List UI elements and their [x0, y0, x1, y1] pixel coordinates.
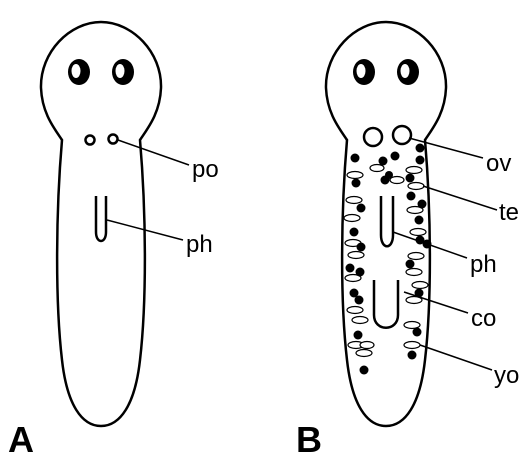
yolk-gland — [348, 252, 364, 259]
worm-b-eye-right-icon — [397, 59, 419, 85]
testis — [416, 144, 425, 153]
yolk-gland — [352, 317, 368, 324]
yolk-gland — [408, 253, 424, 260]
testis — [355, 296, 364, 305]
worm-b-eye-left-icon — [353, 59, 375, 85]
testis — [346, 264, 355, 273]
worm-b-ovary-right — [393, 126, 411, 144]
yolk-gland — [410, 229, 426, 236]
yolk-gland — [370, 165, 384, 172]
label-b-yo: yo — [494, 362, 519, 389]
label-a-ph: ph — [186, 231, 213, 258]
panel-b-label: B — [296, 419, 322, 457]
testis — [351, 154, 360, 163]
testis — [385, 171, 393, 179]
worm-a-pore-right — [109, 135, 118, 144]
yolk-gland — [406, 167, 422, 174]
worm-a-pore-left — [86, 136, 95, 145]
leader-b-te — [423, 186, 497, 210]
label-b-ph: ph — [470, 251, 497, 278]
testis — [406, 260, 415, 269]
yolk-gland — [347, 307, 363, 314]
yolk-gland — [412, 282, 428, 289]
yolk-gland — [346, 197, 362, 204]
yolk-gland — [347, 172, 363, 179]
testis — [357, 204, 366, 213]
testis — [354, 331, 363, 340]
yolk-gland — [404, 322, 420, 329]
yolk-gland — [404, 342, 420, 349]
testis — [357, 243, 366, 252]
panel-b: ov te ph co yo B — [296, 22, 519, 457]
yolk-gland — [344, 215, 360, 222]
label-b-co: co — [471, 305, 496, 332]
worm-b-ovary-left — [364, 128, 382, 146]
testis — [415, 216, 424, 225]
testis — [360, 366, 369, 375]
testis — [356, 268, 365, 277]
panel-a: po ph A — [8, 22, 219, 457]
yolk-gland — [408, 183, 424, 190]
testis — [418, 200, 427, 209]
testis — [352, 179, 361, 188]
yolk-gland — [406, 269, 422, 276]
worm-a-pharynx — [96, 196, 106, 241]
testis — [413, 328, 422, 337]
worm-b-copulatory-organ — [374, 280, 398, 328]
testis — [391, 152, 400, 161]
testis — [408, 351, 417, 360]
testis — [406, 174, 415, 183]
testis — [407, 192, 416, 201]
yolk-gland — [356, 350, 372, 357]
yolk-gland — [360, 342, 374, 349]
label-b-ov: ov — [486, 150, 511, 177]
worm-a-eye-right-icon — [112, 59, 134, 85]
testis — [379, 157, 388, 166]
worm-a-eye-left-icon — [68, 59, 90, 85]
testis — [416, 156, 425, 165]
worm-b-pharynx — [381, 196, 393, 246]
testis — [350, 228, 359, 237]
yolk-gland — [390, 177, 404, 184]
label-b-te: te — [499, 199, 519, 226]
leader-b-yo — [420, 345, 492, 370]
panel-a-label: A — [8, 419, 34, 457]
label-a-po: po — [192, 156, 219, 183]
